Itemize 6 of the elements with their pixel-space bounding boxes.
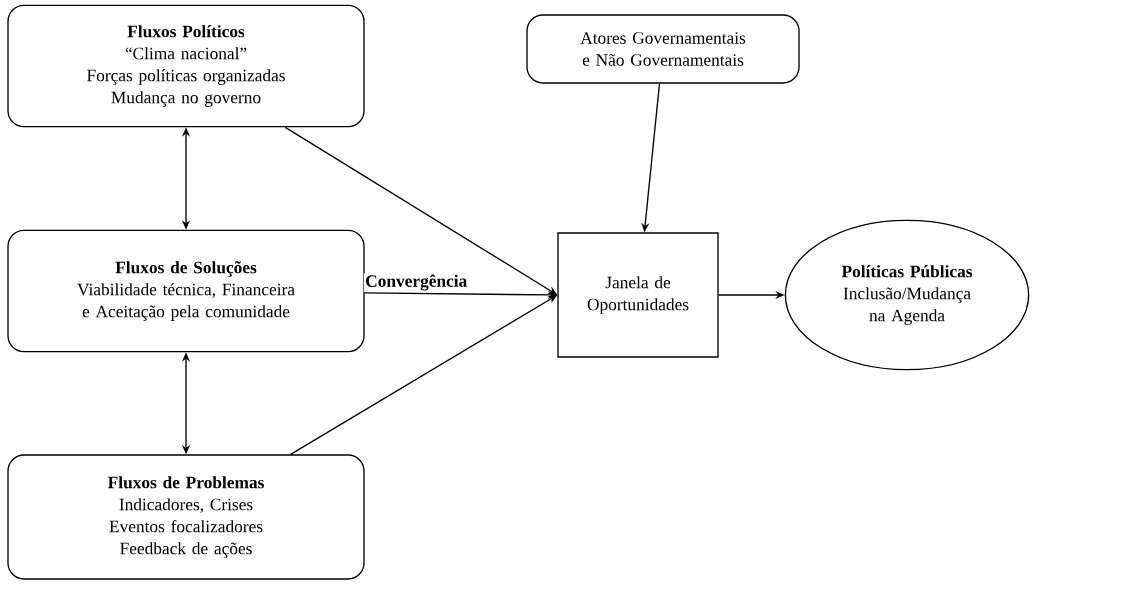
rounded-box: Fluxos de Soluções Viabilidade técnica, Financeira e Aceitação pela comunidade [7, 229, 365, 353]
rounded-box: Fluxos Políticos “Clima nacional” Forças políticas organizadas Mudança no governo [7, 4, 365, 128]
rounded-box: Fluxos de Problemas Indicadores, Crises Eventos focalizadores Feedback de ações [7, 454, 365, 580]
process-box: Janela de Oportunidades [557, 232, 719, 358]
rounded-box: Atores Governamentais e Não Governamentais [526, 14, 800, 84]
edge-label: Convergência [363, 273, 469, 292]
